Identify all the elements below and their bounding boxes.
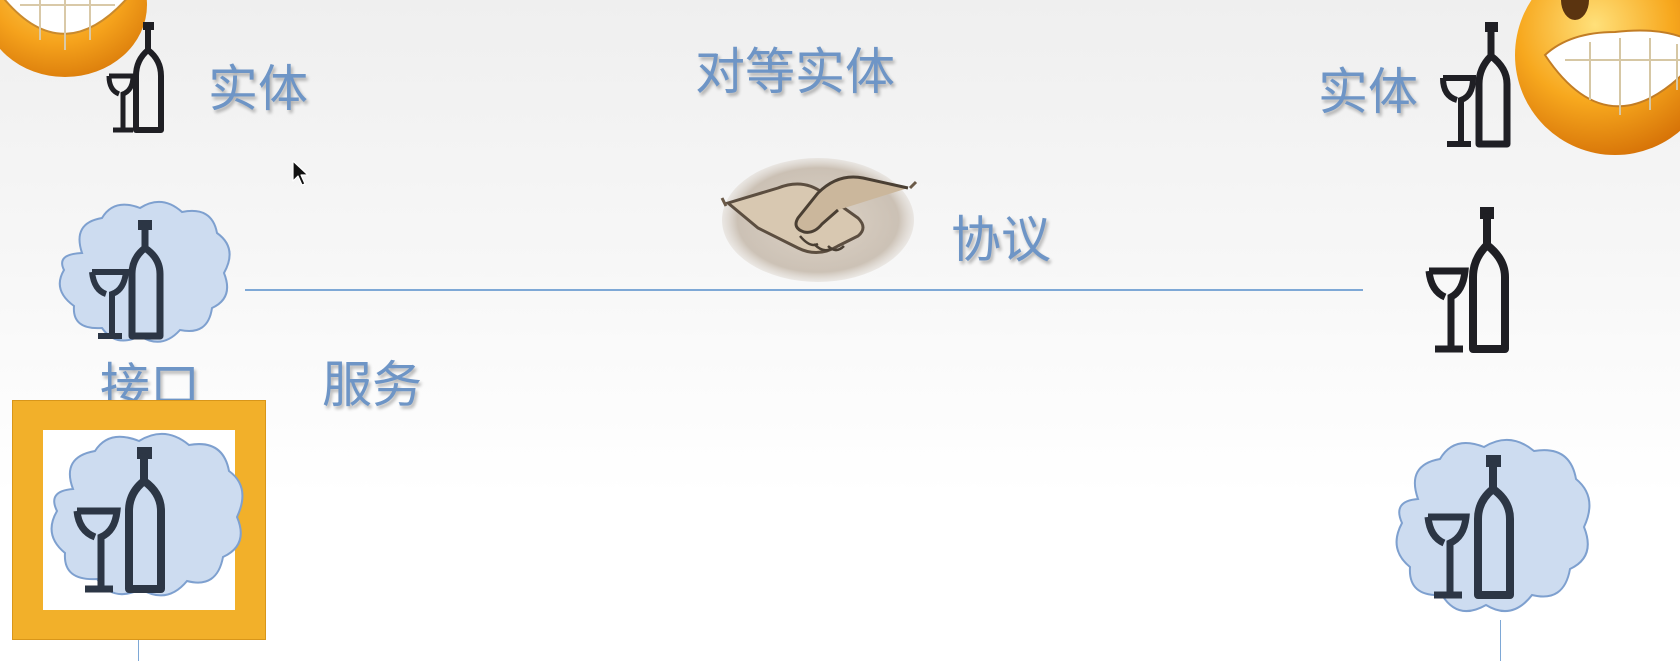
top-left-entity-label: 实体 [208, 60, 308, 118]
cloud-entity-left [52, 198, 236, 348]
wine-bottle-glass-icon [106, 22, 164, 133]
entity-icon-top-left [95, 18, 175, 136]
wine-bottle-glass-icon [1425, 207, 1509, 353]
peer-entity-label: 对等实体 [695, 43, 895, 101]
top-right-entity-label: 实体 [1318, 63, 1418, 121]
wine-bottle-glass-icon [1440, 22, 1511, 148]
connector-line-left [138, 640, 139, 661]
smiley-top-left [0, 0, 155, 80]
entity-icon-right-middle [1425, 205, 1520, 355]
grinning-smiley-icon [0, 0, 147, 77]
wine-bottle-glass-icon [1424, 455, 1514, 599]
entity-icon-top-right [1435, 20, 1520, 150]
handshake-icon [718, 148, 918, 286]
cloud-entity-right-bottom [1388, 433, 1598, 621]
service-label: 服务 [322, 356, 422, 414]
protocol-label: 协议 [951, 211, 1051, 269]
interface-highlight-box[interactable] [12, 400, 266, 640]
protocol-line [245, 289, 1363, 291]
wine-bottle-glass-icon [89, 220, 164, 340]
wine-bottle-glass-icon [73, 447, 165, 593]
mouse-pointer-icon [292, 160, 310, 188]
cloud-entity-highlighted [43, 429, 253, 604]
connector-line-right [1500, 620, 1501, 661]
grinning-smiley-icon [1515, 0, 1680, 155]
smiley-top-right [1505, 0, 1680, 160]
